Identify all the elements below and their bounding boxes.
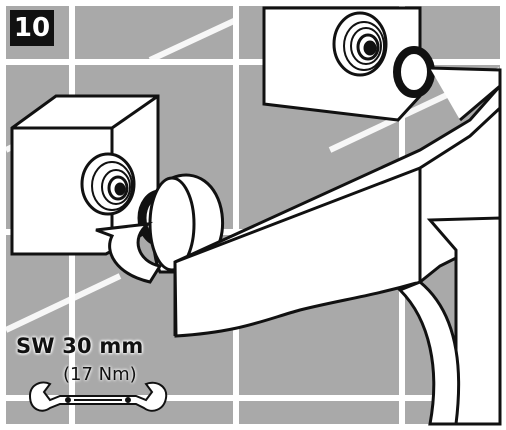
torque-label: (17 Nm) [63, 364, 137, 385]
wrench-size-label: SW 30 mm [16, 334, 144, 358]
step-number-badge: 10 [10, 10, 54, 46]
wrench-icon [28, 381, 168, 412]
rotation-arrow-icon [95, 221, 163, 284]
right-connection [397, 216, 502, 426]
upper-washer [393, 46, 435, 98]
left-eccentric-fitting [80, 152, 136, 216]
mixer-body [173, 66, 502, 338]
upper-eccentric-fitting [332, 11, 388, 77]
